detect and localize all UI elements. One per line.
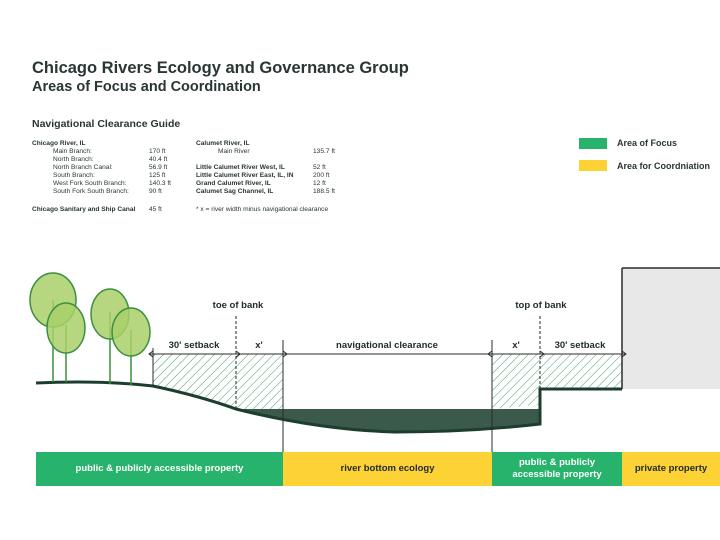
trees [29,272,151,385]
canal-value: 45 ft [149,206,162,213]
table-row-name: North Branch: [53,156,94,163]
legend-focus-label: Area of Focus [617,138,678,148]
canal-name: Chicago Sanitary and Ship Canal [32,206,136,213]
setback-right-label: 30' setback [555,340,607,351]
band-river-bottom: river bottom ecology [283,452,492,486]
band-private-label: private property [634,463,708,474]
table-row-value: 125 ft [149,172,166,179]
table-row-value: 140.3 ft [149,180,171,187]
table-row-name: Main Branch: [53,148,92,155]
setback-hatch-right [492,354,622,409]
legend-coordination-swatch [579,160,607,171]
table-row-name: Calumet Sag Channel, IL [196,188,274,195]
band-public-left: public & publicly accessible property [36,452,283,486]
band-river-bottom-label: river bottom ecology [340,463,435,474]
table-row-name: South Fork South Branch: [53,188,129,195]
calumet-river-heading: Calumet River, IL [196,140,250,147]
private-building [622,268,720,389]
toe-of-bank-label: toe of bank [213,300,264,311]
river-water [236,409,540,432]
table-row-value: 40.4 ft [149,156,168,163]
table-row-name: Grand Calumet River, IL [196,180,271,187]
band-public-right: public & publicly accessible property [492,452,622,486]
x-left-label: x' [255,340,263,351]
band-public-left-label: public & publicly accessible property [75,463,244,474]
table-row-value: 12 ft [313,180,326,187]
legend-coordination-label: Area for Coordniation [617,161,711,171]
table-row-name: Little Calumet River East, IL, IN [196,172,294,179]
chicago-river-heading: Chicago River, IL [32,140,86,147]
table-row-value: 188.5 ft [313,188,335,195]
band-public-right-label: public & publicly accessible property [512,457,602,480]
guide-title: Navigational Clearance Guide [32,118,181,130]
ground-profile [35,380,622,434]
table-row-value: 52 ft [313,164,326,171]
table-row-name: Main River [218,148,250,155]
table-row-name: North Branch Canal: [53,164,113,171]
dimension-line [148,350,627,358]
table-row-name: South Branch: [53,172,95,179]
page-title: Chicago Rivers Ecology and Governance Gr… [32,59,409,77]
setback-hatch-left [153,354,283,409]
table-row-value: 135.7 ft [313,148,335,155]
page-subtitle: Areas of Focus and Coordination [32,79,261,95]
table-row-value: 170 ft [149,148,166,155]
table-row-value: 90 ft [149,188,162,195]
x-right-label: x' [512,340,520,351]
top-of-bank-label: top of bank [515,300,567,311]
legend-focus-swatch [579,138,607,149]
band-private: private property [622,452,720,486]
table-row-value: 56.9 ft [149,164,168,171]
navigational-clearance-label: navigational clearance [336,340,438,351]
table-row-name: Little Calumet River West, IL [196,164,285,171]
table-row-name: West Fork South Branch: [53,180,127,187]
footnote: * x = river width minus navigational cle… [196,206,329,213]
setback-left-label: 30' setback [169,340,221,351]
table-row-value: 200 ft [313,172,330,179]
